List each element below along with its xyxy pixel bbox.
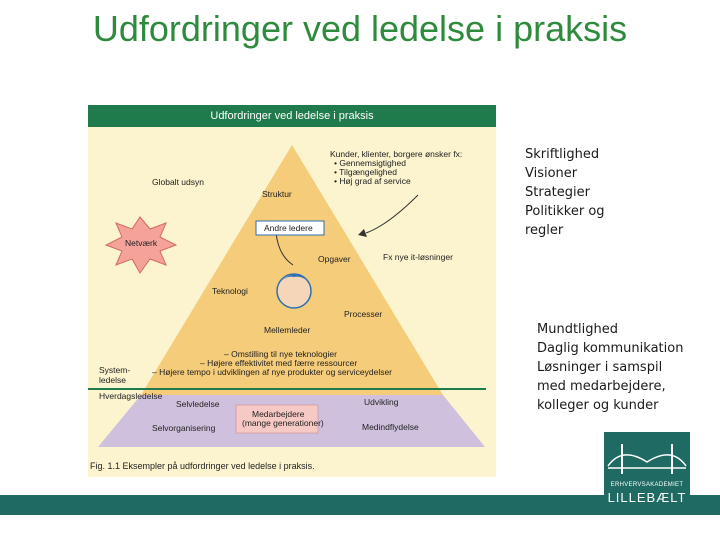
pyramid-figure: Udfordringer ved ledelse i praksis Kunde… — [88, 105, 496, 477]
customer-arrow-head — [358, 229, 367, 237]
label-processer: Processer — [344, 309, 382, 319]
label-opgaver: Opgaver — [318, 254, 351, 264]
label-teknologi: Teknologi — [212, 286, 248, 296]
label-medindflydelse: Medindflydelse — [362, 422, 419, 432]
label-tempo: – Højere tempo i udviklingen af nye prod… — [152, 367, 392, 377]
label-netvaerk: Netværk — [125, 238, 157, 248]
label-system: System- — [99, 365, 130, 375]
customer-arrow — [366, 195, 418, 233]
label-andre-ledere: Andre ledere — [264, 223, 313, 233]
label-selvorganisering: Selvorganisering — [152, 423, 215, 433]
label-mellemleder: Mellemleder — [264, 325, 310, 335]
label-struktur: Struktur — [262, 189, 292, 199]
label-kunder-3: • Høj grad af service — [334, 176, 411, 186]
label-generationer: (mange generationer) — [242, 418, 324, 428]
bridge-icon — [604, 436, 690, 480]
label-fx-it: Fx nye it-løsninger — [383, 252, 453, 262]
slide-title: Udfordringer ved ledelse i praksis — [60, 8, 660, 50]
school-logo: ERHVERVSAKADEMIET LILLEBÆLT — [604, 432, 690, 510]
label-selvledelse: Selvledelse — [176, 399, 219, 409]
label-hverdagsledelse: Hverdagsledelse — [99, 391, 162, 401]
logo-line1: ERHVERVSAKADEMIET — [604, 482, 690, 488]
logo-line2: LILLEBÆLT — [604, 490, 690, 505]
figure-caption: Fig. 1.1 Eksempler på udfordringer ved l… — [90, 461, 315, 471]
note-skriftlighed: Skriftlighed Visioner Strategier Politik… — [525, 145, 605, 240]
note-mundtlighed: Mundtlighed Daglig kommunikation Løsning… — [537, 320, 683, 415]
label-ledelse: ledelse — [99, 375, 126, 385]
label-globalt-udsyn: Globalt udsyn — [152, 177, 204, 187]
label-udvikling: Udvikling — [364, 397, 399, 407]
